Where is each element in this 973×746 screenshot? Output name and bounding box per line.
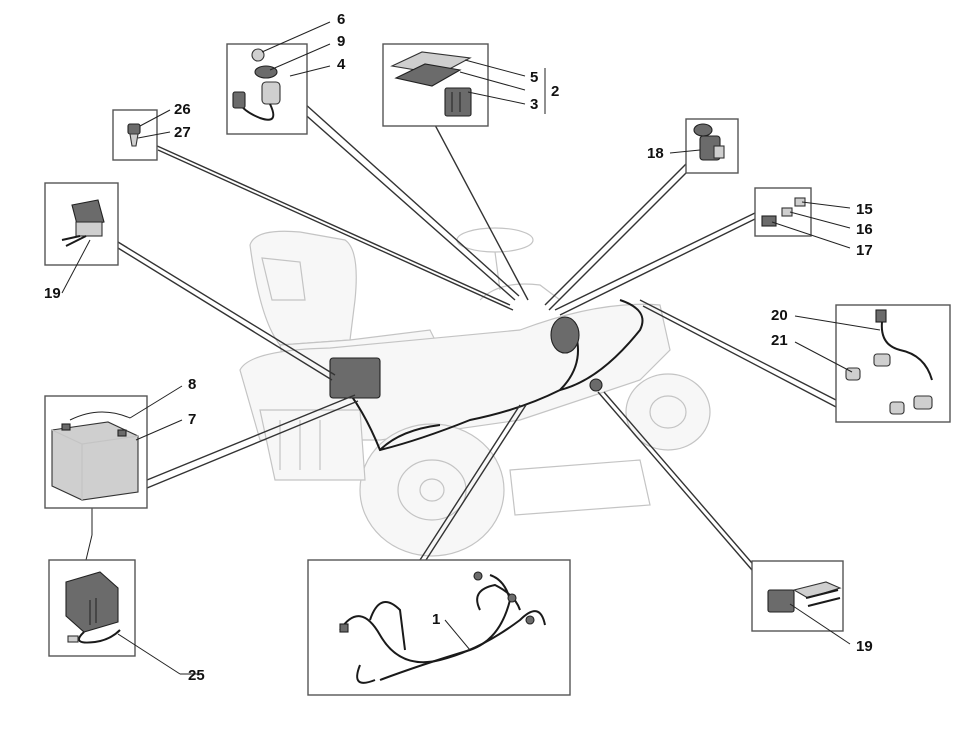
callout-leaders-lamp [137,109,171,139]
callout-4: 4 [337,56,346,73]
callout-15: 15 [856,201,873,218]
callout-leaders-connectors [771,201,851,249]
callout-2: 2 [551,83,559,100]
tractor-illustration [239,227,711,557]
callout-17: 17 [856,242,873,259]
tractor-harness [329,299,644,452]
battery-charger-box [48,559,136,657]
headlights-box [835,304,951,423]
battery-box [44,395,148,509]
callout-3: 3 [530,96,538,113]
callout-6: 6 [337,11,345,28]
callout-26: 26 [174,101,191,118]
rocker-switch-box [44,182,119,266]
callout-1: 1 [432,611,440,628]
stop-switch-box [685,118,739,174]
callout-8: 8 [188,376,196,393]
callout-25: 25 [188,667,205,684]
callout-leader-19a [61,239,91,294]
callout-19b: 19 [856,638,873,655]
callout-19a: 19 [44,285,61,302]
callout-20: 20 [771,307,788,324]
callout-21: 21 [771,332,788,349]
callout-leader-25 [117,633,181,675]
ignition-switch-box [226,43,308,135]
callout-leaders-battery [129,385,183,441]
callout-leader-1 [444,619,471,651]
lamp-box [112,109,158,161]
callout-leader-18 [669,149,701,154]
circuit-board-box [382,43,489,127]
connectors-box [754,187,812,237]
callout-16: 16 [856,221,873,238]
callout-7: 7 [188,411,196,428]
callout-leaders-headlights [794,315,881,373]
callout-leaders-ignition [261,21,331,77]
callout-18: 18 [647,145,664,162]
callout-leaders-board [459,59,546,114]
callout-leader-19b [789,603,851,645]
callout-9: 9 [337,33,345,50]
callout-5: 5 [530,69,538,86]
wiring-harness-box [307,559,571,696]
lead-lines [85,102,839,571]
relay-box [751,560,844,632]
callout-27: 27 [174,124,191,141]
